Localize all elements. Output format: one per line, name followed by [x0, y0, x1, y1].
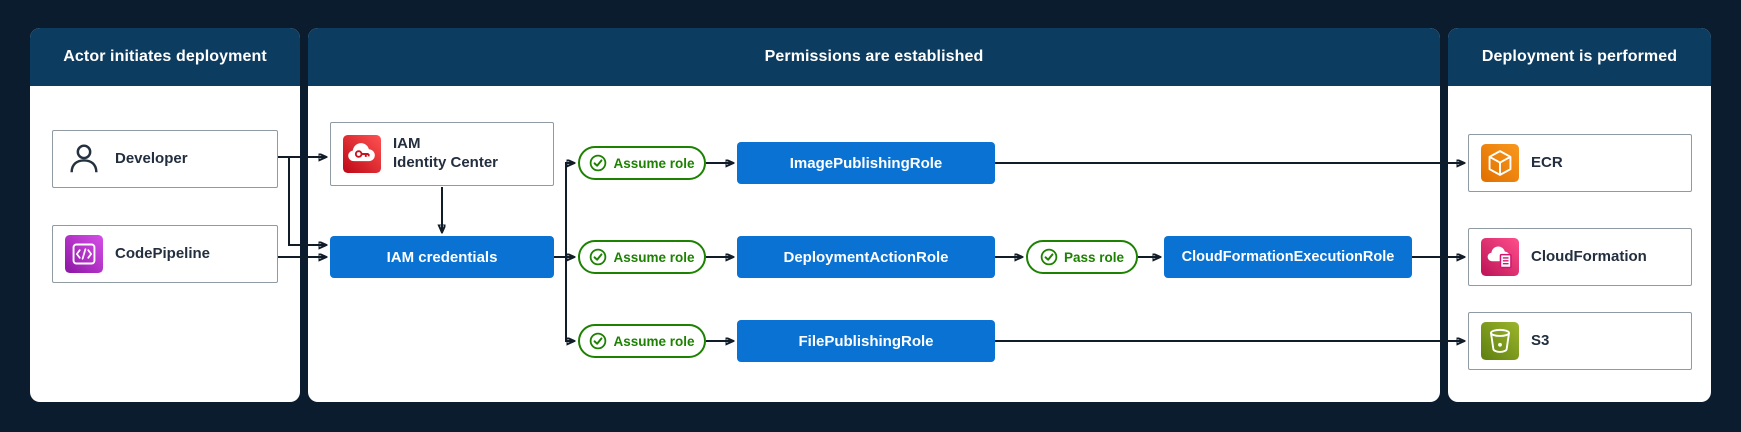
iam-identity-center-label-line2: Identity Center [393, 154, 499, 171]
cloudformation-execution-role-node: CloudFormationExecutionRole [1164, 236, 1412, 278]
ecr-node: ECR [1468, 134, 1692, 192]
developer-node: Developer [52, 130, 278, 188]
panel-deployment-title: Deployment is performed [1448, 28, 1711, 86]
ecr-label: ECR [1531, 153, 1563, 171]
check-circle-icon [1040, 248, 1058, 266]
cloudformation-icon [1481, 238, 1519, 276]
s3-label: S3 [1531, 331, 1550, 349]
developer-label: Developer [115, 149, 188, 167]
assume-role-badge-middle-label: Assume role [613, 249, 695, 265]
codepipeline-node: CodePipeline [52, 225, 278, 283]
check-circle-icon [589, 154, 607, 172]
deployment-action-role-node: DeploymentActionRole [737, 236, 995, 278]
check-circle-icon [589, 332, 607, 350]
iam-identity-center-label: IAM Identity Center [393, 135, 498, 173]
pass-role-badge: Pass role [1026, 240, 1138, 274]
panel-actor-title: Actor initiates deployment [30, 28, 300, 86]
cloudformation-label: CloudFormation [1531, 247, 1647, 265]
check-circle-icon [589, 248, 607, 266]
cloudformation-node: CloudFormation [1468, 228, 1692, 286]
assume-role-badge-bottom: Assume role [578, 324, 706, 358]
assume-role-badge-bottom-label: Assume role [613, 333, 695, 349]
iam-identity-center-icon [343, 135, 381, 173]
panel-permissions-title: Permissions are established [308, 28, 1440, 86]
assume-role-badge-top: Assume role [578, 146, 706, 180]
image-publishing-role-node: ImagePublishingRole [737, 142, 995, 184]
ecr-icon [1481, 144, 1519, 182]
iam-identity-center-node: IAM Identity Center [330, 122, 554, 186]
s3-icon [1481, 322, 1519, 360]
codepipeline-icon [65, 235, 103, 273]
panel-actor: Actor initiates deployment [30, 28, 300, 402]
assume-role-badge-top-label: Assume role [613, 155, 695, 171]
file-publishing-role-node: FilePublishingRole [737, 320, 995, 362]
pass-role-badge-label: Pass role [1063, 249, 1125, 265]
iam-identity-center-label-line1: IAM [393, 135, 421, 153]
person-icon [65, 140, 103, 178]
s3-node: S3 [1468, 312, 1692, 370]
codepipeline-label: CodePipeline [115, 244, 211, 262]
iam-credentials-node: IAM credentials [330, 236, 554, 278]
assume-role-badge-middle: Assume role [578, 240, 706, 274]
